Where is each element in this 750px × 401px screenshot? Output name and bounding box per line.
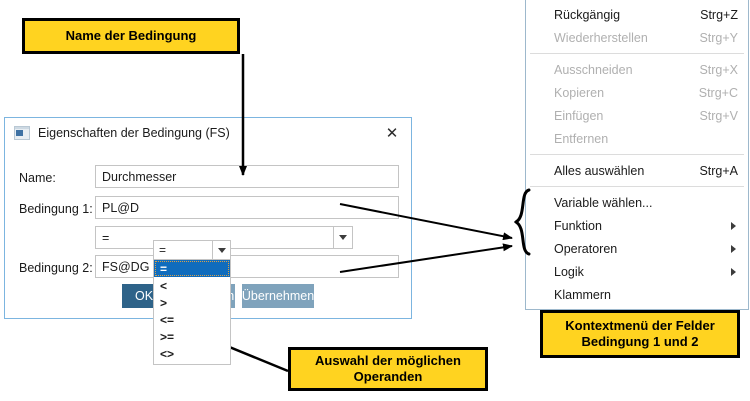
- menu-item-label: Variable wählen...: [554, 195, 653, 210]
- menu-item[interactable]: Rückgängig Strg+Z: [526, 3, 748, 26]
- window-app-icon: [14, 126, 30, 140]
- callout-kontextmenue: Kontextmenü der Felder Bedingung 1 und 2: [540, 310, 740, 358]
- menu-item[interactable]: Variable wählen...: [526, 191, 748, 214]
- menu-item: Wiederherstellen Strg+Y: [526, 26, 748, 49]
- menu-item-label: Operatoren: [554, 241, 618, 256]
- menu-item: Einfügen Strg+V: [526, 104, 748, 127]
- menu-item-shortcut: Strg+Z: [700, 7, 738, 22]
- callout-operanden-text: Auswahl der möglichen Operanden: [315, 353, 461, 385]
- menu-item-label: Einfügen: [554, 108, 604, 123]
- menu-separator: [530, 53, 744, 54]
- callout-kontext-line1: Kontextmenü der Felder: [565, 318, 715, 333]
- callout-name-text: Name der Bedingung: [65, 28, 197, 43]
- menu-item-label: Funktion: [554, 218, 602, 233]
- menu-item[interactable]: Funktion: [526, 214, 748, 237]
- chevron-down-icon[interactable]: [333, 227, 352, 248]
- menu-item-shortcut: Strg+C: [698, 85, 738, 100]
- close-icon[interactable]: ✕: [375, 120, 409, 146]
- menu-item-label: Kopieren: [554, 85, 605, 100]
- operator-option[interactable]: <: [160, 278, 168, 293]
- menu-item-shortcut: Strg+Y: [699, 30, 738, 45]
- bedingung-1-input[interactable]: PL@D: [95, 196, 399, 219]
- menu-item[interactable]: Operatoren: [526, 237, 748, 260]
- menu-item: Ausschneiden Strg+X: [526, 58, 748, 81]
- operator-option[interactable]: =: [154, 260, 230, 277]
- chevron-right-icon: [731, 267, 736, 276]
- callout-operanden-line1: Auswahl der möglichen: [315, 353, 461, 368]
- field-context-menu[interactable]: Rückgängig Strg+Z Wiederherstellen Strg+Y Au…: [525, 0, 749, 310]
- dialog-titlebar: Eigenschaften der Bedingung (FS) ✕: [5, 118, 411, 148]
- menu-item: Entfernen: [526, 127, 748, 150]
- chevron-right-icon: [731, 244, 736, 253]
- chevron-right-icon: [731, 221, 736, 230]
- menu-item[interactable]: Alles auswählen Strg+A: [526, 159, 748, 182]
- callout-auswahl-operanden: Auswahl der möglichen Operanden: [288, 347, 488, 391]
- callout-operanden-line2: Operanden: [353, 369, 423, 384]
- menu-item-shortcut: Strg+X: [699, 62, 738, 77]
- menu-item-shortcut: Strg+A: [699, 163, 738, 178]
- field-label-bedingung-2: Bedingung 2:: [19, 261, 93, 275]
- callout-kontext-text: Kontextmenü der Felder Bedingung 1 und 2: [565, 318, 715, 350]
- name-input[interactable]: Durchmesser: [95, 165, 399, 188]
- callout-name-der-bedingung: Name der Bedingung: [22, 18, 240, 54]
- menu-item-label: Wiederherstellen: [554, 30, 648, 45]
- menu-separator: [530, 186, 744, 187]
- menu-separator: [530, 154, 744, 155]
- bedingung-2-input[interactable]: FS@DG: [95, 255, 399, 278]
- menu-item-shortcut: Strg+V: [699, 108, 738, 123]
- operator-option[interactable]: <=: [160, 312, 175, 327]
- menu-item-label: Ausschneiden: [554, 62, 633, 77]
- menu-item: Kopieren Strg+C: [526, 81, 748, 104]
- menu-item-label: Rückgängig: [554, 7, 621, 22]
- condition-properties-dialog: Eigenschaften der Bedingung (FS) ✕ Name:…: [4, 117, 412, 365]
- menu-item-label: Alles auswählen: [554, 163, 645, 178]
- chevron-down-icon[interactable]: [212, 241, 230, 259]
- menu-item[interactable]: Logik: [526, 260, 748, 283]
- operator-combo-open-value: =: [159, 243, 167, 257]
- menu-item-label: Logik: [554, 264, 584, 279]
- menu-item-label: Klammern: [554, 287, 611, 302]
- field-label-name: Name:: [19, 171, 56, 185]
- operator-option-list[interactable]: =<><=>=<>: [153, 260, 231, 365]
- apply-button[interactable]: Übernehmen: [242, 284, 314, 308]
- dialog-title: Eigenschaften der Bedingung (FS): [38, 126, 230, 140]
- callout-kontext-line2: Bedingung 1 und 2: [581, 334, 699, 349]
- operator-option[interactable]: >: [160, 295, 168, 310]
- menu-item[interactable]: Klammern: [526, 283, 748, 306]
- operator-combo-open[interactable]: =: [153, 240, 231, 260]
- operator-option[interactable]: <>: [160, 346, 175, 361]
- operator-option[interactable]: >=: [160, 329, 175, 344]
- operator-combo-wide-value: =: [102, 230, 110, 245]
- field-label-bedingung-1: Bedingung 1:: [19, 202, 93, 216]
- menu-item-label: Entfernen: [554, 131, 609, 146]
